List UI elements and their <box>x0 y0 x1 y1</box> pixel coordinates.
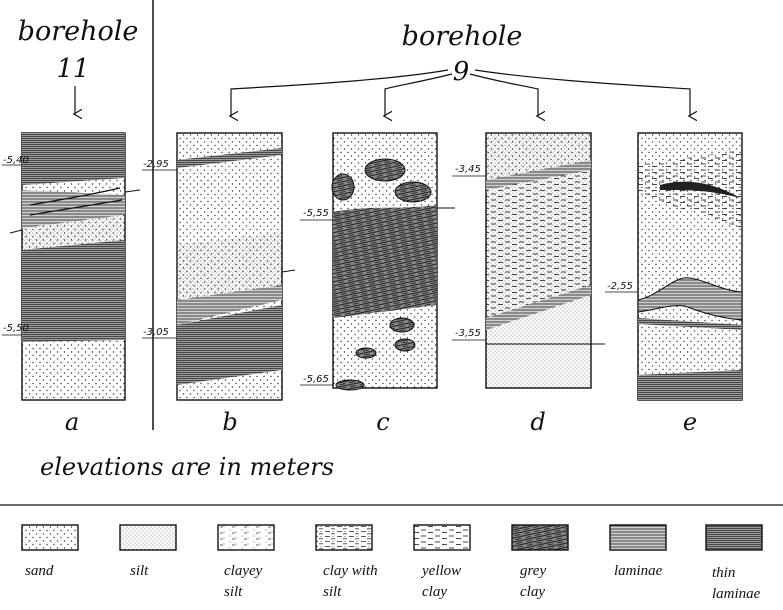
elevation-label-b-bottom: -3,05 <box>143 327 169 338</box>
legend-label-sand: sand <box>25 563 54 579</box>
column-letter-c: c <box>376 408 389 436</box>
elevation-label-c-top: -5,55 <box>303 208 329 219</box>
legend-label-clay-with-silt-2: silt <box>323 584 342 600</box>
legend-label-yellow-clay-2: clay <box>422 584 447 600</box>
left-borehole-title: borehole <box>18 16 139 47</box>
legend-item-sand: sand <box>21 524 79 579</box>
elevation-label-d-bottom: -3,55 <box>455 328 481 339</box>
column-letter-d: d <box>530 408 545 436</box>
elevation-label-b-top: -2,95 <box>143 159 169 170</box>
right-borehole-number: 9 <box>453 57 470 87</box>
legend-item-silt: silt <box>119 524 177 579</box>
legend-item-clayey-silt: clayey silt <box>217 524 275 600</box>
column-letter-a: a <box>65 408 79 436</box>
right-arrow-bracket <box>231 69 690 116</box>
legend-item-yellow-clay: yellow clay <box>413 524 471 600</box>
elevation-label-c-bottom: -5,65 <box>303 374 329 385</box>
legend-item-thin-laminae: thin laminae <box>705 524 763 602</box>
column-d: -3,45 -3,55 d <box>452 132 605 436</box>
left-borehole-number: 11 <box>56 54 89 84</box>
legend-label-thin-laminae-2: laminae <box>712 586 761 602</box>
legend-label-silt: silt <box>130 563 149 579</box>
elevation-label-a-bottom: -5,50 <box>3 323 29 334</box>
legend-item-laminae: laminae <box>609 524 667 579</box>
elevation-label-e: -2,55 <box>607 281 633 292</box>
elevation-label-a-top: -5,40 <box>3 155 29 166</box>
legend-label-yellow-clay-1: yellow <box>420 563 461 579</box>
legend: sand silt clayey silt clay with silt yel… <box>21 524 763 602</box>
column-letter-b: b <box>222 408 237 436</box>
legend-label-clayey-silt-2: silt <box>224 584 243 600</box>
legend-label-thin-laminae-1: thin <box>712 565 735 581</box>
column-c: -5,55 -5,65 c <box>300 132 455 436</box>
legend-label-clay-with-silt-1: clay with <box>323 563 378 579</box>
legend-item-grey-clay: grey clay <box>511 524 569 600</box>
legend-label-grey-clay-2: clay <box>520 584 545 600</box>
column-letter-e: e <box>683 408 697 436</box>
legend-label-clayey-silt-1: clayey <box>224 563 263 579</box>
column-b: -2,95 -3,05 b <box>142 132 296 436</box>
legend-label-laminae: laminae <box>614 563 663 579</box>
column-a: -5,40 -5,50 a <box>2 132 141 436</box>
right-borehole-title: borehole <box>402 21 523 52</box>
elevations-note: elevations are in meters <box>40 453 334 481</box>
elevation-label-d-top: -3,45 <box>455 164 481 175</box>
legend-label-grey-clay-1: grey <box>520 563 546 579</box>
legend-item-clay-with-silt: clay with silt <box>315 524 378 600</box>
column-e: -2,55 e <box>605 132 743 436</box>
